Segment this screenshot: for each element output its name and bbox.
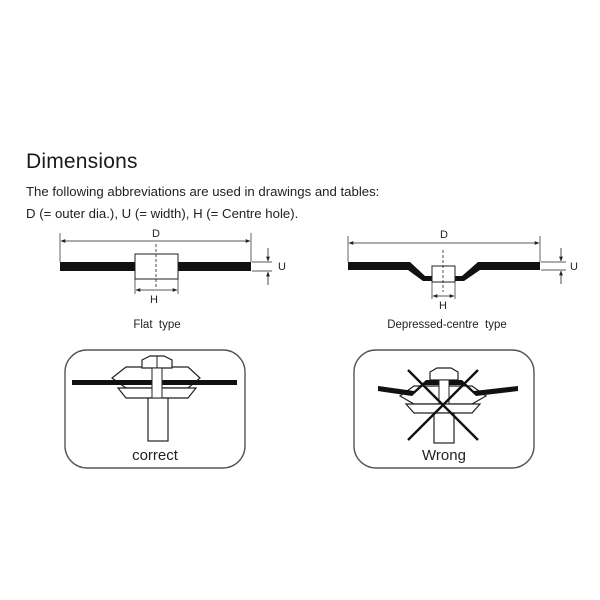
wrong-caption: Wrong	[422, 447, 466, 464]
correct-shaft	[151, 367, 163, 399]
flat-label-d: D	[152, 228, 160, 240]
mount-correct-panel: correct	[64, 349, 246, 469]
flat-label-u: U	[278, 261, 286, 273]
flat-type-diagram: D U H Flat type	[59, 228, 286, 331]
flat-caption: Flat type	[133, 319, 180, 331]
correct-caption: correct	[132, 447, 179, 464]
flat-label-h: H	[150, 294, 158, 306]
page-title: Dimensions	[26, 150, 138, 173]
mount-wrong-panel: Wrong	[353, 349, 535, 469]
wrong-cross-line-2	[407, 369, 479, 441]
wrong-bolt-head	[429, 367, 459, 381]
flat-disc-left	[60, 262, 135, 271]
depressed-hub	[431, 265, 456, 283]
correct-spindle	[147, 397, 169, 442]
depressed-label-h: H	[439, 300, 447, 312]
wrong-back-flange	[404, 403, 482, 414]
intro-text: The following abbreviations are used in …	[26, 181, 379, 225]
depressed-type-diagram: D U H Depressed-centre type	[347, 229, 578, 331]
flat-hub	[134, 253, 179, 280]
wrong-spindle	[433, 412, 455, 444]
wrong-disc	[378, 380, 518, 396]
intro-line-2: D (= outer dia.), U (= width), H (= Cent…	[26, 206, 299, 221]
intro-line-1: The following abbreviations are used in …	[26, 184, 380, 199]
depressed-label-d: D	[440, 229, 448, 241]
depressed-caption: Depressed-centre type	[387, 319, 507, 331]
depressed-disc-right	[455, 262, 540, 281]
depressed-disc-left	[348, 262, 432, 281]
depressed-label-u: U	[570, 261, 578, 273]
flat-disc-right	[178, 262, 251, 271]
